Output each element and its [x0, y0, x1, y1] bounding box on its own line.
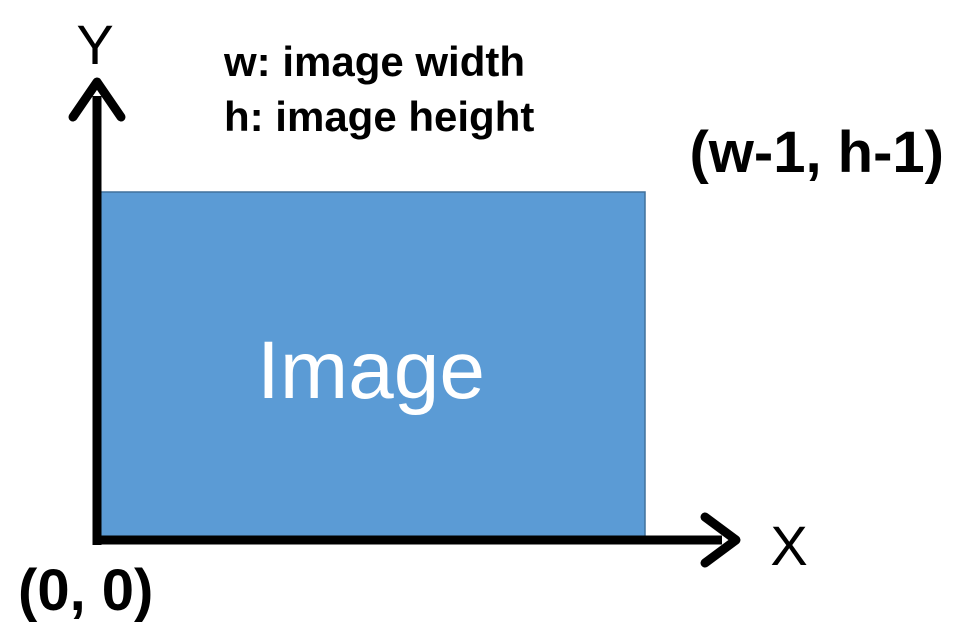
- height-definition: h: image height: [224, 93, 534, 140]
- origin-coordinate-label: (0, 0): [18, 558, 153, 623]
- y-axis-arrowhead: [68, 77, 126, 122]
- corner-coordinate-label: (w-1, h-1): [689, 120, 944, 185]
- image-rectangle: [97, 191, 646, 540]
- width-definition: w: image width: [223, 38, 525, 85]
- x-axis-label: X: [770, 514, 807, 577]
- x-axis-arrowhead: [700, 512, 741, 568]
- image-label: Image: [257, 325, 485, 416]
- y-axis-label: Y: [76, 13, 113, 76]
